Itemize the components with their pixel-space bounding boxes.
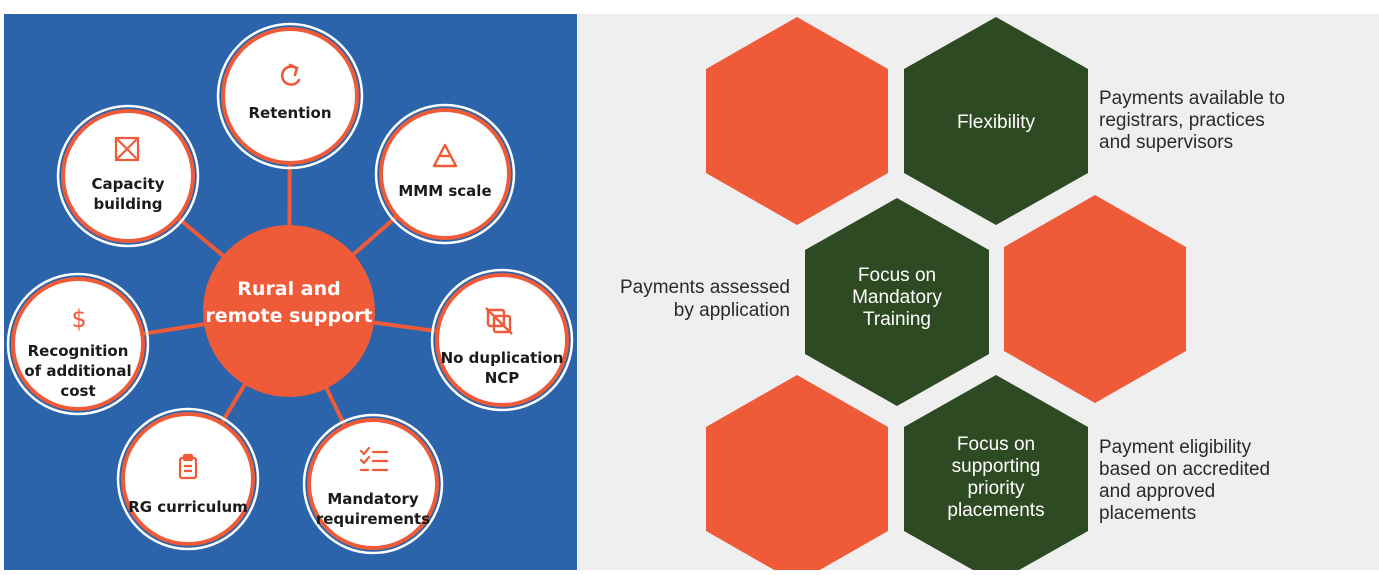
node-label-line-3: cost xyxy=(60,382,95,400)
hexagon-label-line-3: Training xyxy=(863,309,931,330)
node-label-line-1: No duplication xyxy=(441,349,564,367)
node-label: Retention xyxy=(248,104,331,122)
clipboard-icon xyxy=(178,453,198,480)
note-line-2: by application xyxy=(674,300,790,321)
hexagon-orange-bottom-left xyxy=(706,375,888,575)
hexagon-label-line-2: Mandatory xyxy=(852,287,942,308)
hub-label-line-1: Rural and xyxy=(237,278,340,300)
hexagon-label: Flexibility xyxy=(957,112,1036,133)
hexagon-orange-top-left xyxy=(706,17,888,225)
hexagon-priority-placements: Focus on supporting priority placements xyxy=(904,375,1088,575)
dollar-icon: $ xyxy=(71,305,86,333)
node-label-line-1: Recognition xyxy=(28,342,129,360)
note-line-2: registrars, practices xyxy=(1099,110,1265,131)
note-line-1: Payments available to xyxy=(1099,88,1285,109)
note-line-1: Payments assessed xyxy=(620,277,790,298)
hub-label-line-2: remote support xyxy=(205,305,372,327)
note-mandatory-training: Payments assessed by application xyxy=(620,277,790,321)
node-label-line-2: building xyxy=(94,195,163,213)
hexagon-label-line-1: Focus on xyxy=(858,265,936,286)
node-label: MMM scale xyxy=(398,182,491,200)
node-retention: Retention xyxy=(216,22,364,170)
hexagon-label-line-2: supporting xyxy=(952,456,1041,477)
node-label-line-2: NCP xyxy=(485,369,520,387)
hexagon-orange-middle-right xyxy=(1004,195,1186,403)
hexagon-flexibility: Flexibility xyxy=(904,17,1088,225)
hub-circle: Rural and remote support xyxy=(203,225,375,397)
hexagon-label-line-3: priority xyxy=(967,478,1025,499)
note-line-2: based on accredited xyxy=(1099,459,1270,480)
node-label-line-1: Mandatory xyxy=(327,490,418,508)
rural-support-wheel-panel: Rural and remote support Retention MMM s… xyxy=(4,14,577,570)
rural-support-wheel: Rural and remote support Retention MMM s… xyxy=(6,22,574,555)
note-line-4: placements xyxy=(1099,503,1196,524)
node-label-line-2: requirements xyxy=(316,510,430,528)
node-capacity-building: Capacity building xyxy=(56,104,200,248)
checklist-icon xyxy=(359,446,389,472)
note-flexibility: Payments available to registrars, practi… xyxy=(1099,88,1285,153)
hexagon-label-line-4: placements xyxy=(947,500,1044,521)
node-rg-curriculum: RG curriculum xyxy=(116,407,260,551)
no-duplication-icon xyxy=(485,307,513,335)
node-mmm-scale: MMM scale xyxy=(374,103,516,245)
hexagon-mandatory-training: Focus on Mandatory Training xyxy=(805,198,989,406)
node-no-duplication: No duplication NCP xyxy=(430,268,574,412)
note-line-3: and supervisors xyxy=(1099,132,1233,153)
payment-hexagon-panel: Flexibility Focus on Mandatory Training … xyxy=(578,14,1379,575)
triangle-scale-icon xyxy=(432,143,458,168)
expand-arrows-icon xyxy=(114,136,140,162)
node-label-line-1: Capacity xyxy=(92,175,165,193)
hexagon-label-line-1: Focus on xyxy=(957,434,1035,455)
node-recognition-cost: $ Recognition of additional cost xyxy=(6,272,150,416)
note-line-1: Payment eligibility xyxy=(1099,437,1252,458)
payment-hexagon-diagram: Flexibility Focus on Mandatory Training … xyxy=(620,17,1285,575)
node-label: RG curriculum xyxy=(128,498,248,516)
note-line-3: and approved xyxy=(1099,481,1215,502)
node-mandatory-requirements: Mandatory requirements xyxy=(302,413,444,555)
refresh-icon xyxy=(280,63,301,86)
node-label-line-2: of additional xyxy=(24,362,131,380)
note-priority-placements: Payment eligibility based on accredited … xyxy=(1099,437,1270,524)
